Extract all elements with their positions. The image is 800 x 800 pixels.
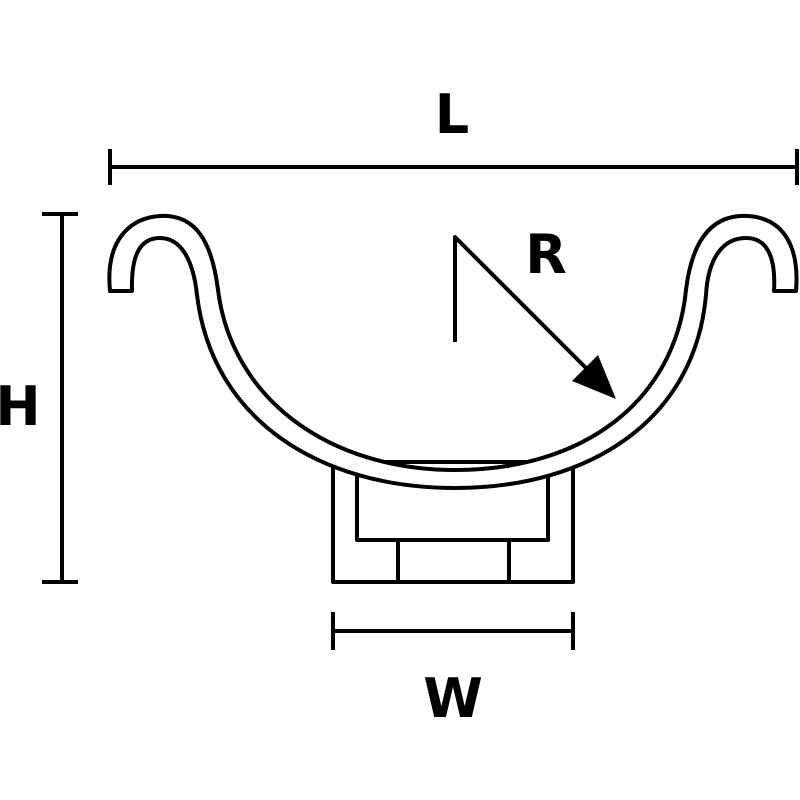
radius-arrowhead [572,355,616,399]
height-label: H [0,375,41,438]
length-label: L [435,83,469,146]
length-dimension [108,149,799,185]
width-label: W [423,667,483,730]
clip-cradle [107,213,799,490]
radius-indicator [453,235,616,399]
height-dimension [42,212,78,584]
radius-label: R [525,223,567,286]
width-dimension [331,612,575,650]
